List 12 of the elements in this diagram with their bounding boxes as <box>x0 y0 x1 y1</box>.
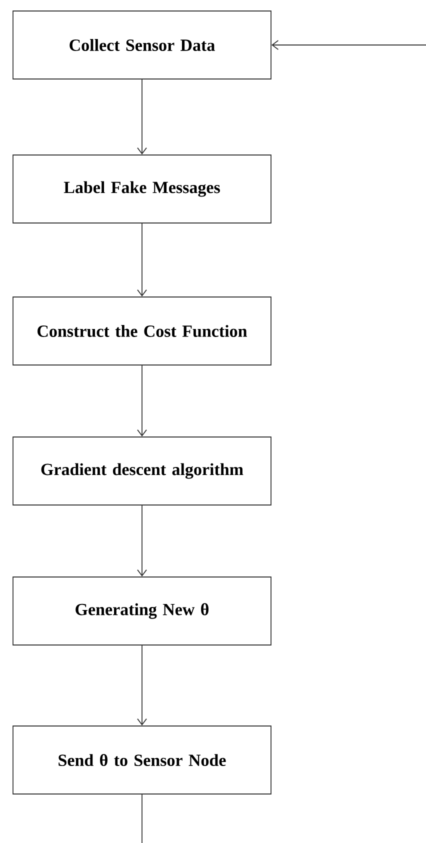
process-box: Collect Sensor Data <box>12 10 272 80</box>
arrow <box>137 79 147 155</box>
arrow <box>137 645 147 726</box>
arrow <box>137 365 147 437</box>
arrow <box>137 505 147 577</box>
process-box: Gradient descent algorithm <box>12 436 272 506</box>
process-box: Construct the Cost Function <box>12 296 272 366</box>
process-box: Generating New θ <box>12 576 272 646</box>
process-box: Send θ to Sensor Node <box>12 726 272 794</box>
arrow <box>137 223 147 297</box>
process-box: Label Fake Messages <box>12 154 272 224</box>
arrow <box>271 40 426 50</box>
